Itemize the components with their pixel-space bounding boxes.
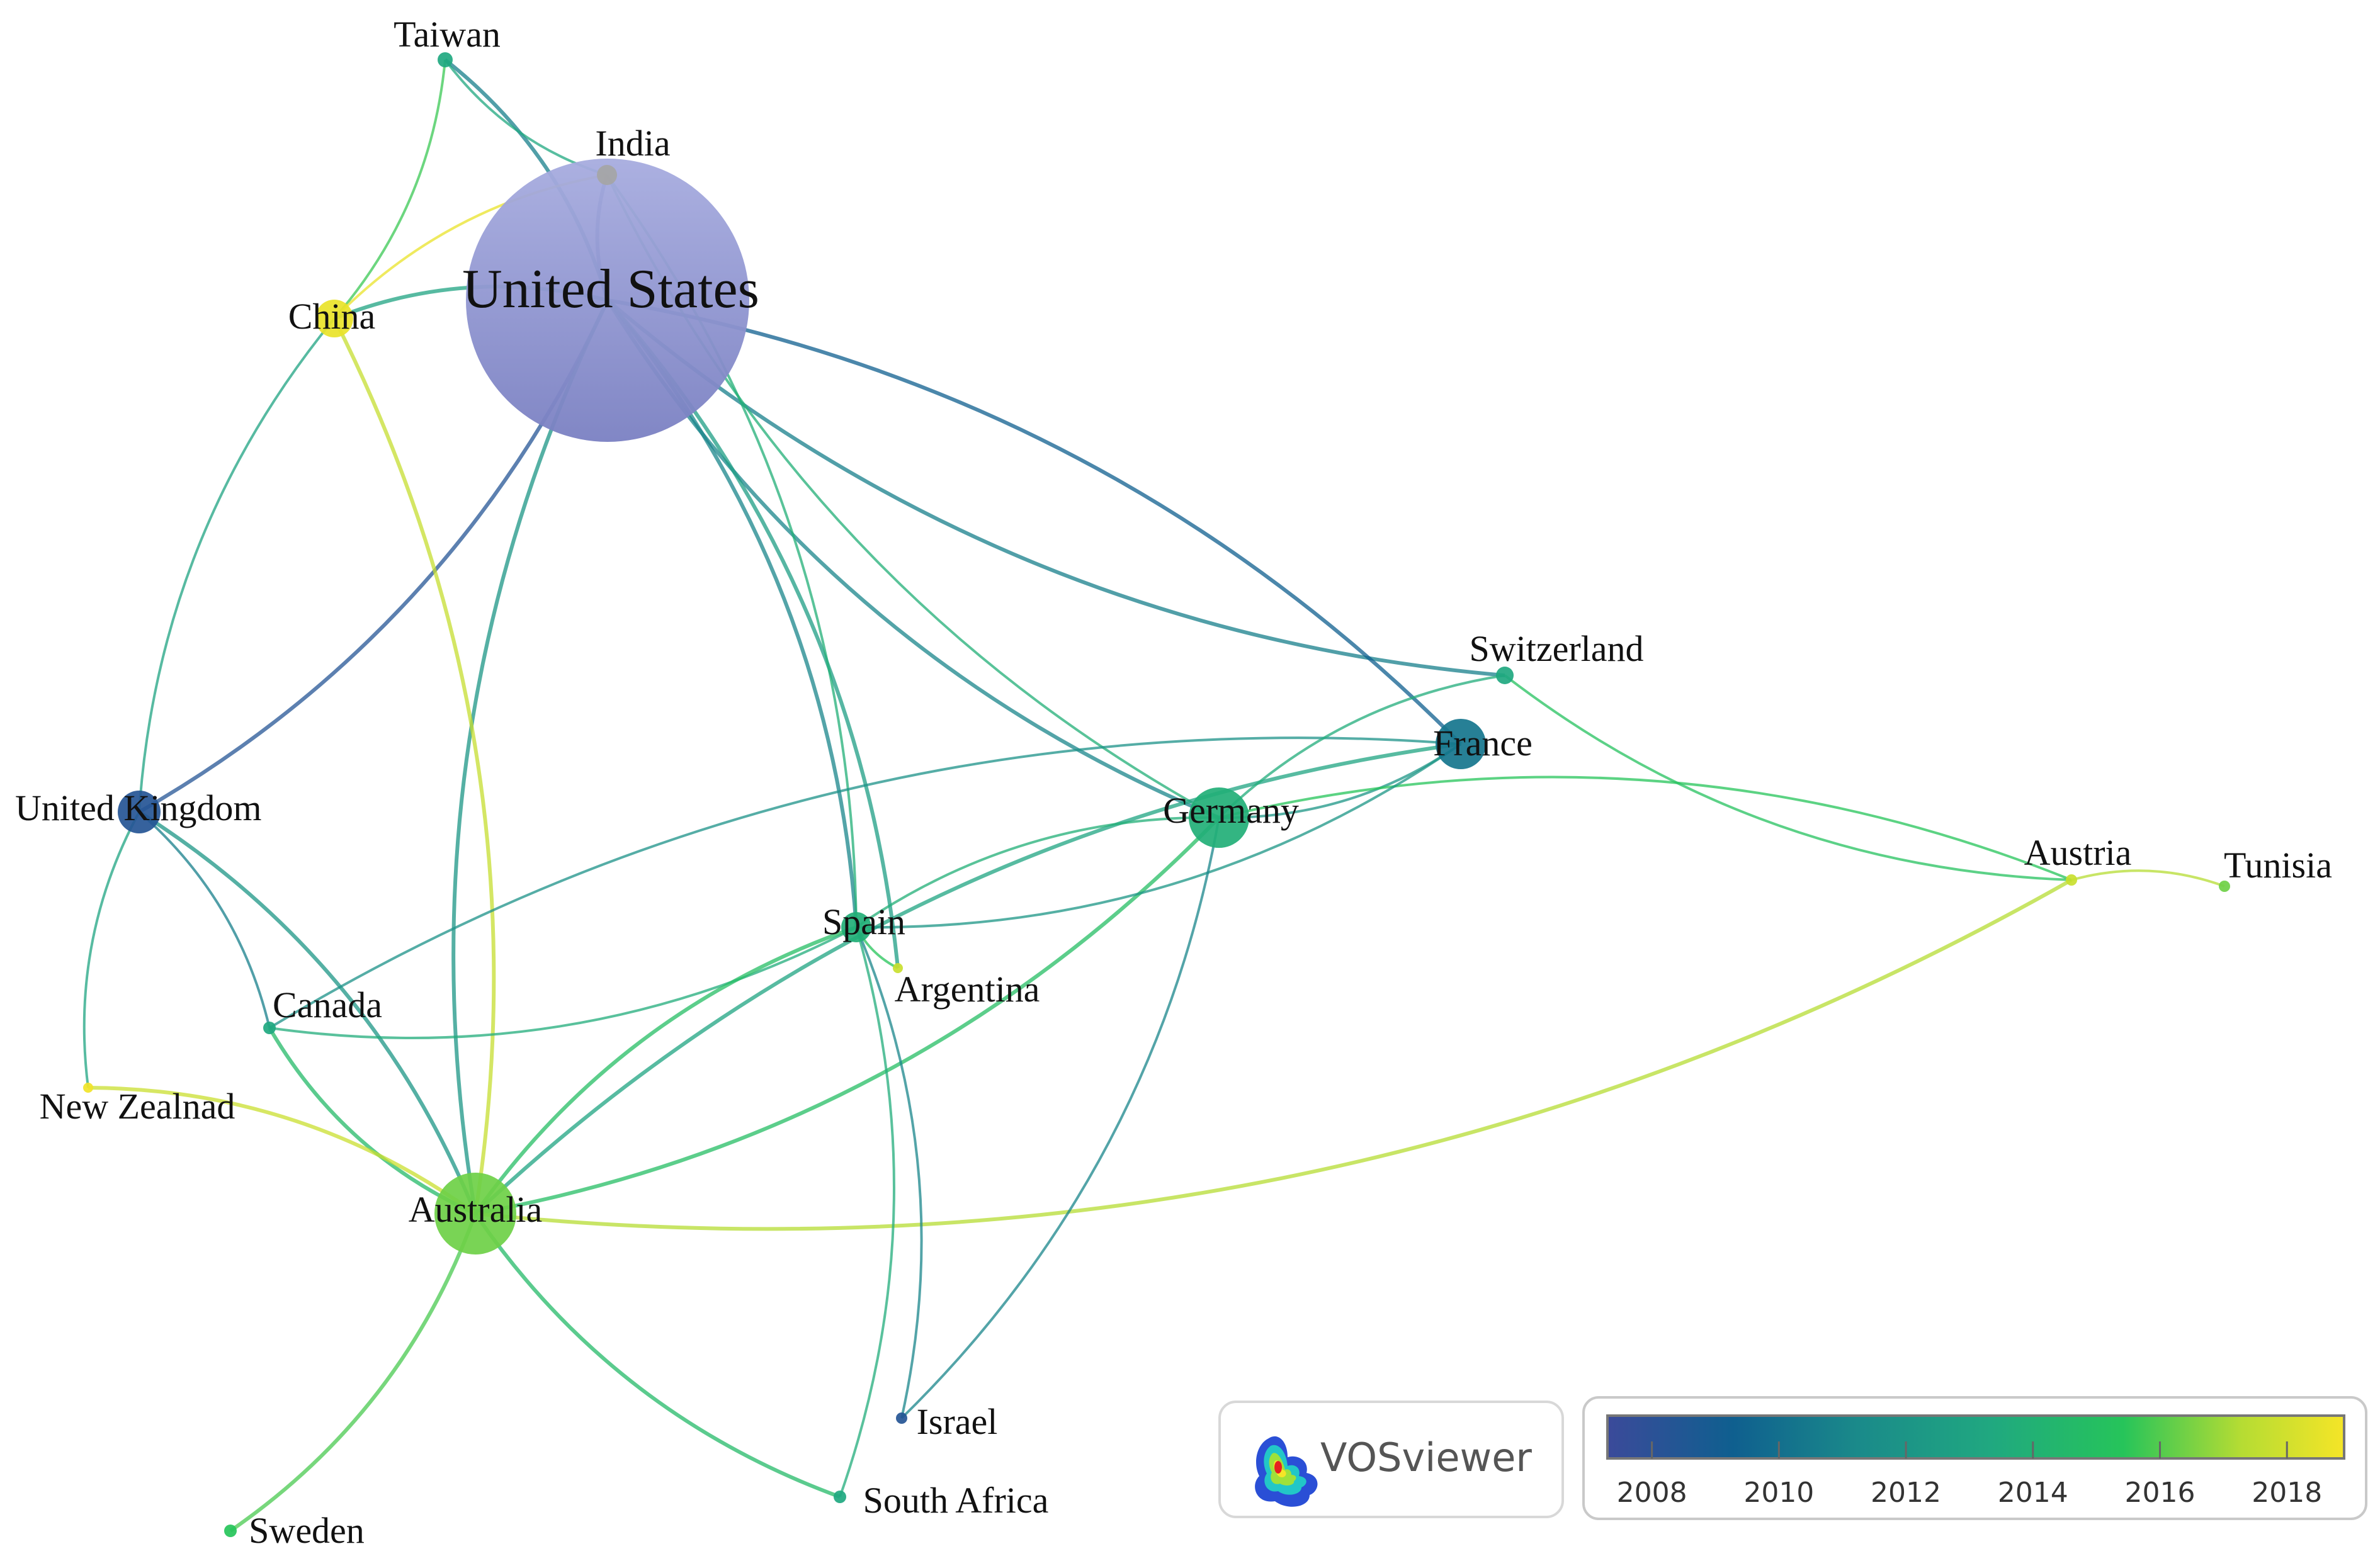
- year-color-legend: 2008 2010 2012 2014 2016 2018: [1582, 1396, 2367, 1520]
- year-color-bar: [1606, 1414, 2345, 1460]
- node-tunisia[interactable]: [2219, 881, 2230, 892]
- link-uk-nz: [82, 811, 140, 1088]
- label-us[interactable]: United States: [462, 259, 759, 320]
- label-india[interactable]: India: [595, 123, 670, 164]
- node-israel[interactable]: [896, 1412, 907, 1424]
- label-sweden[interactable]: Sweden: [249, 1510, 365, 1551]
- label-austria[interactable]: Austria: [2024, 832, 2132, 873]
- legend-tick-label: 2008: [1617, 1477, 1687, 1509]
- vosviewer-logo-icon: [1255, 1436, 1318, 1507]
- link-australia-sa: [473, 1212, 841, 1499]
- label-sa[interactable]: South Africa: [863, 1480, 1049, 1521]
- link-austria-tunisia: [2071, 869, 2225, 888]
- node-sa[interactable]: [834, 1491, 846, 1503]
- link-australia-france: [473, 742, 1461, 1215]
- link-nz-australia: [88, 1086, 477, 1215]
- legend-tick-label: 2016: [2125, 1477, 2196, 1509]
- link-uk-canada: [138, 811, 271, 1029]
- link-uk-australia: [138, 810, 477, 1215]
- label-tunisia[interactable]: Tunisia: [2224, 845, 2332, 886]
- node-taiwan[interactable]: [438, 52, 453, 67]
- node-india[interactable]: [597, 165, 617, 185]
- node-austria[interactable]: [2066, 874, 2077, 886]
- links-layer: [82, 58, 2225, 1533]
- node-us[interactable]: [466, 159, 749, 442]
- node-spain[interactable]: [841, 912, 871, 942]
- node-canada[interactable]: [263, 1022, 276, 1034]
- nodes-layer: [83, 52, 2230, 1537]
- legend-tick-label: 2018: [2252, 1477, 2322, 1509]
- link-spain-sa: [839, 927, 895, 1497]
- node-uk[interactable]: [118, 791, 161, 833]
- vosviewer-brand[interactable]: VOSviewer: [1218, 1401, 1564, 1518]
- node-australia[interactable]: [434, 1173, 516, 1254]
- label-spain[interactable]: Spain: [822, 901, 905, 942]
- label-china[interactable]: China: [288, 296, 376, 337]
- link-germany-spain: [855, 816, 1220, 928]
- label-israel[interactable]: Israel: [917, 1401, 998, 1442]
- node-switzerland[interactable]: [1496, 667, 1514, 684]
- node-china[interactable]: [315, 300, 353, 337]
- node-france[interactable]: [1436, 719, 1486, 769]
- node-nz[interactable]: [83, 1083, 93, 1093]
- link-australia-germany: [475, 816, 1221, 1215]
- link-germany-austria: [1218, 775, 2072, 881]
- link-china-taiwan: [333, 59, 446, 320]
- label-argentina[interactable]: Argentina: [895, 969, 1040, 1010]
- legend-tick-label: 2012: [1871, 1477, 1941, 1509]
- label-nz[interactable]: New Zealnad: [40, 1086, 235, 1127]
- link-us-australia: [451, 299, 609, 1214]
- legend-tick-label: 2014: [1998, 1477, 2068, 1509]
- label-taiwan[interactable]: Taiwan: [394, 14, 501, 55]
- link-taiwan-india: [444, 59, 608, 176]
- link-canada-spain: [269, 926, 857, 1039]
- link-us-switzerland: [606, 298, 1505, 677]
- node-sweden[interactable]: [224, 1525, 237, 1537]
- link-israel-germany: [900, 817, 1220, 1419]
- label-switzerland[interactable]: Switzerland: [1469, 628, 1643, 669]
- label-australia[interactable]: Australia: [409, 1189, 543, 1230]
- link-switzerland-austria: [1504, 674, 2072, 881]
- link-china-uk: [138, 317, 336, 813]
- node-germany[interactable]: [1189, 787, 1249, 848]
- label-canada[interactable]: Canada: [273, 984, 382, 1025]
- link-canada-france: [268, 736, 1461, 1029]
- link-spain-israel: [855, 927, 923, 1419]
- link-spain-france: [856, 743, 1462, 929]
- link-australia-sweden: [229, 1212, 477, 1533]
- label-germany[interactable]: Germany: [1163, 790, 1299, 831]
- link-australia-austria: [475, 878, 2073, 1231]
- link-australia-spain: [473, 925, 857, 1215]
- node-argentina[interactable]: [893, 963, 903, 973]
- vosviewer-brand-text: VOSviewer: [1320, 1435, 1532, 1480]
- link-us-france: [607, 298, 1463, 746]
- label-uk[interactable]: United Kingdom: [15, 787, 261, 828]
- legend-tick-label: 2010: [1743, 1477, 1814, 1509]
- label-france[interactable]: France: [1433, 723, 1533, 764]
- link-china-australia: [332, 317, 496, 1214]
- link-germany-switzerland: [1218, 674, 1505, 819]
